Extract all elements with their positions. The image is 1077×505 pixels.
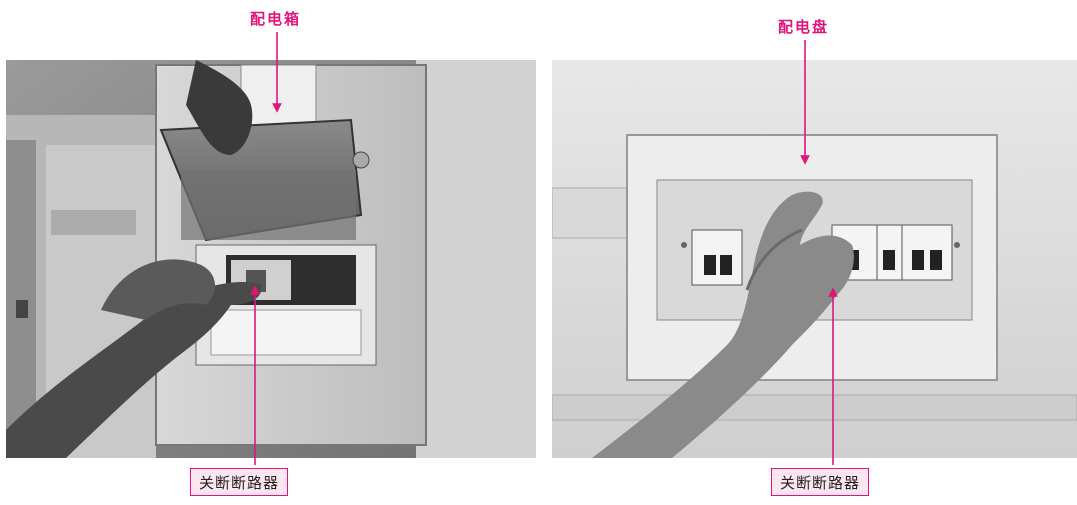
label-distribution-panel: 配电盘 [778,18,830,36]
label-distribution-box: 配电箱 [250,10,302,28]
photo-distribution-box-image [6,60,536,458]
photo-distribution-box [6,60,536,458]
label-breaker-right: 关断断路器 [771,468,870,496]
label-breaker-left: 关断断路器 [190,468,289,496]
photo-distribution-panel-image [552,60,1077,458]
photo-distribution-panel [552,60,1077,458]
